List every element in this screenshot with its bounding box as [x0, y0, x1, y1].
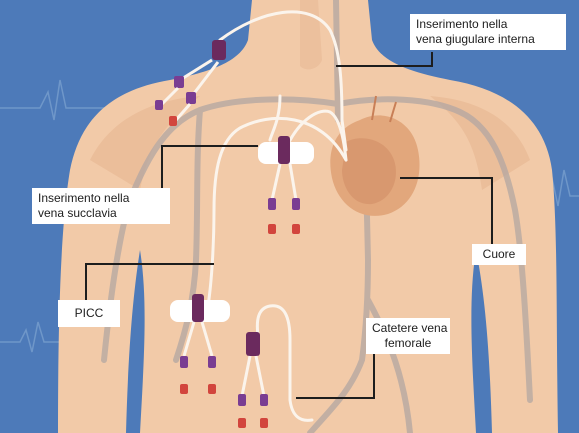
label-femorale: Catetere vena femorale: [366, 318, 450, 354]
label-cuore: Cuore: [472, 244, 526, 265]
label-femorale-line-2: femorale: [372, 336, 444, 351]
label-picc-line-1: PICC: [64, 306, 114, 321]
label-succlavia: Inserimento nella vena succlavia: [32, 188, 170, 224]
label-succlavia-line-1: Inserimento nella: [38, 191, 164, 206]
label-giugulare-line-2: vena giugulare interna: [416, 32, 560, 47]
label-giugulare: Inserimento nella vena giugulare interna: [410, 14, 566, 50]
label-cuore-line-1: Cuore: [478, 247, 520, 262]
label-picc: PICC: [58, 300, 120, 327]
label-succlavia-line-2: vena succlavia: [38, 206, 164, 221]
label-giugulare-line-1: Inserimento nella: [416, 17, 560, 32]
label-femorale-line-1: Catetere vena: [372, 321, 444, 336]
